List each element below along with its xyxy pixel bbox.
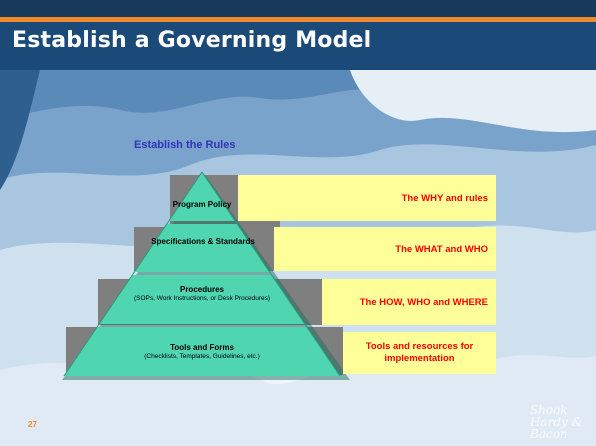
tier-4-title: Tools and Forms — [170, 343, 234, 352]
callout-tools: Tools and resources for implementation — [343, 332, 496, 374]
page-number: 27 — [28, 420, 37, 429]
tier-1-label: Program Policy — [172, 200, 232, 210]
tier-2-title: Specifications & Standards — [151, 237, 255, 246]
logo-line: Bacon — [530, 427, 568, 441]
tier-2-shape — [135, 224, 269, 272]
top-stripe — [0, 0, 596, 17]
tier-1-shape — [169, 172, 235, 221]
slide-title: Establish a Governing Model — [12, 28, 372, 53]
tier-3-detail: (SOPs, Work Instructions, or Desk Proced… — [133, 295, 271, 302]
title-bar — [0, 22, 596, 70]
callout-how: The HOW, WHO and WHERE — [322, 279, 496, 325]
callout-why: The WHY and rules — [238, 175, 496, 221]
tier-2-label: Specifications & Standards — [145, 237, 261, 247]
top-accent-line — [0, 17, 596, 22]
tier-4-detail: (Checklists, Templates, Guidelines, etc.… — [144, 353, 260, 360]
firm-logo: Shook Hardy & Bacon — [530, 404, 592, 440]
tier-4-label: Tools and Forms (Checklists, Templates, … — [108, 343, 296, 361]
tier-3-title: Procedures — [179, 285, 225, 294]
tier-4-shape — [64, 327, 340, 376]
tier-3-label: Procedures (SOPs, Work Instructions, or … — [128, 285, 276, 303]
tier-1-title: Program Policy — [172, 200, 232, 209]
logo-line: Shook — [530, 403, 568, 417]
callout-what: The WHAT and WHO — [274, 227, 496, 271]
tier-3-shape — [99, 275, 305, 324]
section-subtitle: Establish the Rules — [134, 139, 236, 151]
logo-line: Hardy & — [530, 415, 583, 429]
